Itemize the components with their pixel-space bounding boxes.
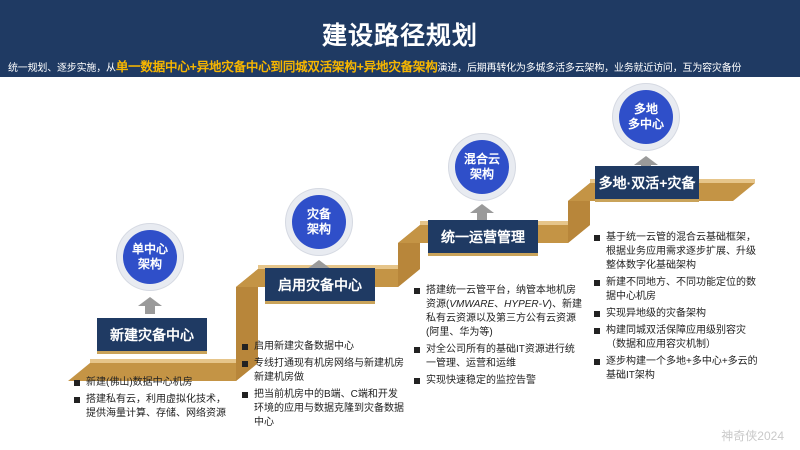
- subtitle-prefix: 统一规划、逐步实施，从: [8, 63, 116, 74]
- up-arrow-icon: [138, 297, 162, 314]
- up-arrow-icon: [470, 204, 494, 221]
- up-arrow-icon: [634, 156, 658, 173]
- circle-line: 架构: [469, 167, 494, 181]
- circle-line: 多地: [633, 102, 658, 116]
- list-item: 专线打通现有机房网络与新建机房新建机房做: [240, 357, 405, 385]
- page-subtitle: 统一规划、逐步实施，从单一数据中心+异地灾备中心到同城双活架构+异地灾备架构演进…: [8, 56, 798, 75]
- stage-1-description: 新建(佛山)数据中心机房 搭建私有云，利用虚拟化技术，提供海量计算、存储、网络资…: [72, 376, 232, 424]
- page-title: 建设路径规划: [321, 22, 478, 50]
- circle-line: 混合云: [463, 152, 500, 166]
- stair-step-1-top: [90, 359, 258, 363]
- circle-line: 灾备: [306, 207, 331, 221]
- list-item: 对全公司所有的基础IT资源进行统一管理、运营和运维: [412, 343, 582, 371]
- subtitle-highlight: 单一数据中心+异地灾备中心到同城双活架构+异地灾备架构: [115, 60, 438, 74]
- stair-step-1: [68, 363, 258, 381]
- list-item: 基于统一云管的混合云基础框架，根据业务应用需求逐步扩展、升级整体数字化基础架构: [592, 231, 764, 273]
- architecture-circle-hybrid-cloud: 混合云架构: [455, 140, 509, 194]
- circle-line: 架构: [137, 257, 162, 271]
- stage-3-description: 搭建统一云管平台，纳管本地机房资源(VMWARE、HYPER-V)、新建私有云资…: [412, 284, 582, 391]
- stage-label-enable-dr-center: 启用灾备中心: [265, 268, 375, 304]
- list-item: 搭建私有云，利用虚拟化技术，提供海量计算、存储、网络资源: [72, 393, 232, 421]
- list-item: 逐步构建一个多地+多中心+多云的基础IT架构: [592, 355, 764, 383]
- stair-riser-1: [236, 269, 258, 381]
- list-item: 构建同城双活保障应用级别容灾（数据和应用容灾机制）: [592, 324, 764, 352]
- architecture-circle-single-center: 单中心架构: [123, 230, 177, 284]
- list-item: 启用新建灾备数据中心: [240, 340, 405, 354]
- stage-2-description: 启用新建灾备数据中心 专线打通现有机房网络与新建机房新建机房做 把当前机房中的B…: [240, 340, 405, 433]
- list-item: 把当前机房中的B端、C端和开发环境的应用与数据克隆到灾备数据中心: [240, 388, 405, 430]
- stage-label-multi-site-active: 多地·双活+灾备: [595, 166, 699, 202]
- subtitle-suffix: 演进，后期再转化为多城多活多云架构，业务就近访问，互为容灾备份: [437, 63, 742, 74]
- list-item: 实现快速稳定的监控告警: [412, 374, 582, 388]
- architecture-circle-disaster-recovery: 灾备架构: [292, 195, 346, 249]
- architecture-circle-multi-site: 多地多中心: [619, 90, 673, 144]
- header-banner: [0, 0, 800, 77]
- stage-4-description: 基于统一云管的混合云基础框架，根据业务应用需求逐步扩展、升级整体数字化基础架构 …: [592, 231, 764, 386]
- stage-label-unified-ops: 统一运营管理: [428, 220, 538, 256]
- watermark: 神奇侠2024: [721, 429, 784, 443]
- circle-line: 单中心: [131, 242, 168, 256]
- circle-line: 架构: [306, 222, 331, 236]
- circle-line: 多中心: [627, 117, 664, 131]
- list-item: 新建不同地方、不同功能定位的数据中心机房: [592, 276, 764, 304]
- list-item: 新建(佛山)数据中心机房: [72, 376, 232, 390]
- list-item: 搭建统一云管平台，纳管本地机房资源(VMWARE、HYPER-V)、新建私有云资…: [412, 284, 582, 340]
- list-item: 实现异地级的灾备架构: [592, 307, 764, 321]
- stage-label-new-dr-center: 新建灾备中心: [97, 318, 207, 354]
